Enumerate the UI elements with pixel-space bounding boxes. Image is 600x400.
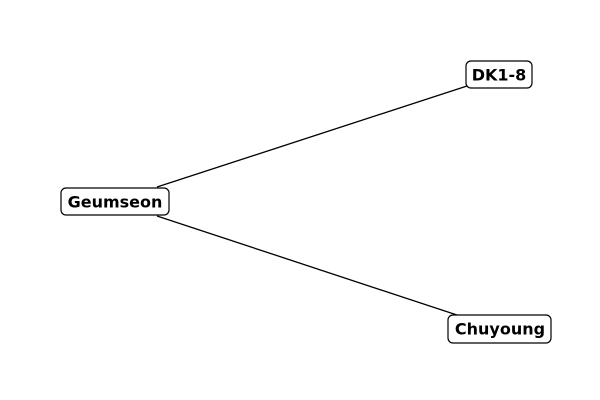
node-chuyoung-box xyxy=(447,314,552,344)
node-dk1-8-box xyxy=(465,60,533,89)
edge-geumseon-chuyoung xyxy=(156,215,461,317)
edges xyxy=(156,85,468,317)
node-geumseon: Geumseon xyxy=(60,187,170,216)
node-chuyoung: Chuyoung xyxy=(447,314,552,344)
node-chuyoung-label: Chuyoung xyxy=(455,320,545,339)
node-dk1-8: DK1-8 xyxy=(465,60,533,89)
node-dk1-8-label: DK1-8 xyxy=(472,66,527,85)
node-geumseon-box xyxy=(60,187,170,216)
edge-geumseon-dk1-8 xyxy=(156,85,468,188)
node-geumseon-label: Geumseon xyxy=(68,193,163,212)
